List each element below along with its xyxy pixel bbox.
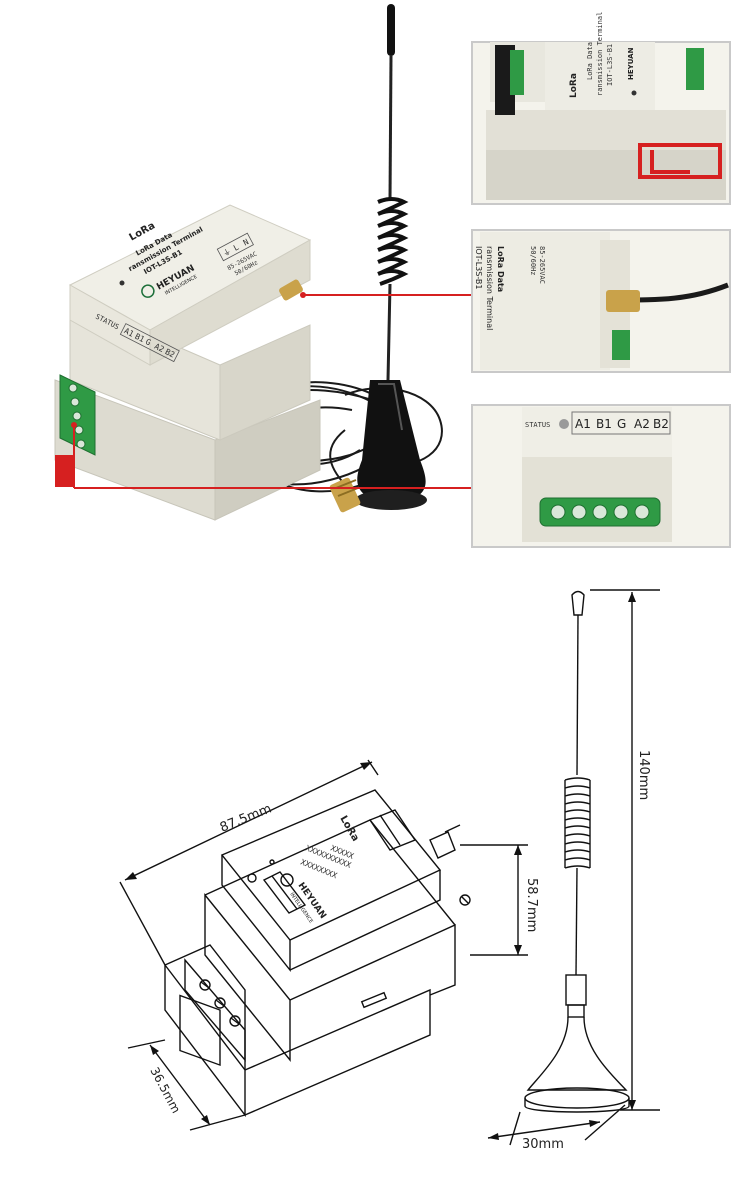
inset2-power-freq: 50/60Hz	[529, 246, 537, 276]
inset1-model: IOT-L3S-B1	[606, 44, 614, 86]
dim-height	[460, 844, 528, 956]
dim-depth-label: 36.5mm	[147, 1065, 183, 1116]
status-led-icon	[119, 280, 125, 286]
inset1-product-line1: LoRa Data	[586, 42, 594, 80]
inset2-product-line2: ransmission Terminal	[485, 246, 494, 330]
inset1-maker: HEYUAN	[627, 47, 635, 80]
inset3-label-g: G	[617, 417, 626, 431]
inset3-label-a2: A2	[634, 417, 650, 431]
rs485-label-a1: A1	[123, 326, 136, 338]
inset1-product-line2: ransmission Terminal	[596, 12, 604, 96]
green-terminal-block	[59, 374, 96, 456]
inset2-sma-jack-icon	[606, 290, 640, 312]
inset-rs485-terminal: STATUS A1 B1 G A2 B2	[471, 404, 731, 548]
drawing-brand: LoRa	[337, 814, 360, 843]
inset2-model: IOT-L3S-B1	[474, 246, 483, 290]
antenna-whip	[377, 4, 409, 381]
sma-plug	[329, 477, 361, 513]
dim-length-label: 87.5mm	[218, 801, 274, 835]
inset3-status-label: STATUS	[525, 421, 550, 429]
inset3-label-a1: A1	[575, 417, 591, 431]
dim-antenna-height-label: 140mm	[636, 750, 651, 800]
device-photo: LoRa LoRa Data ransmission Terminal IOT-…	[54, 204, 321, 521]
rs485-label-a2: A2	[153, 342, 166, 354]
sma-jack-icon	[279, 279, 303, 301]
inset3-label-b2: B2	[653, 417, 669, 431]
drawing-maker-logo-icon	[280, 873, 294, 887]
callout-dot-antenna	[300, 292, 306, 298]
inset2-power-spec: 85-265VAC	[538, 246, 546, 284]
inset1-brand: LoRa	[569, 73, 579, 98]
dim-depth	[127, 1039, 246, 1131]
rs485-label-g: G	[144, 337, 153, 347]
dim-length	[119, 759, 379, 966]
inset-antenna-port: LoRa Data ransmission Terminal IOT-L3S-B…	[471, 229, 731, 373]
dim-antenna-height	[590, 589, 660, 1111]
terminal-L-label: L	[232, 242, 241, 252]
antenna-coil	[377, 197, 409, 286]
antenna-magnetic-base	[355, 380, 427, 510]
terminal-ground-label: ⏚	[221, 247, 232, 259]
callout-dot-terminal	[71, 422, 77, 428]
heyuan-logo-icon	[141, 284, 155, 298]
din-clip	[55, 455, 73, 487]
inset3-led-icon	[559, 419, 569, 429]
drawing-labels: LoRa XXXXX XXXXXXXXXX XXXXXXXX HEYUAN IN…	[288, 814, 360, 925]
drawing-antenna	[524, 590, 630, 1113]
dim-antenna-base	[487, 1104, 626, 1146]
terminal-N-label: N	[242, 237, 251, 247]
inset3-label-b1: B1	[596, 417, 612, 431]
dim-antenna-base-label: 30mm	[522, 1137, 564, 1152]
dimension-drawing: LoRa XXXXX XXXXXXXXXX XXXXXXXX HEYUAN IN…	[119, 589, 660, 1146]
dim-height-label: 58.7mm	[524, 878, 539, 932]
inset2-product-line1: LoRa Data	[496, 246, 505, 292]
rs485-label-b1: B1	[133, 332, 146, 344]
callout-lines	[73, 294, 472, 489]
inset-top-view: LoRa Data ransmission Terminal IOT-L3S-B…	[471, 12, 731, 205]
inset1-led-icon	[631, 90, 637, 96]
rs485-label-b2: B2	[164, 347, 177, 359]
